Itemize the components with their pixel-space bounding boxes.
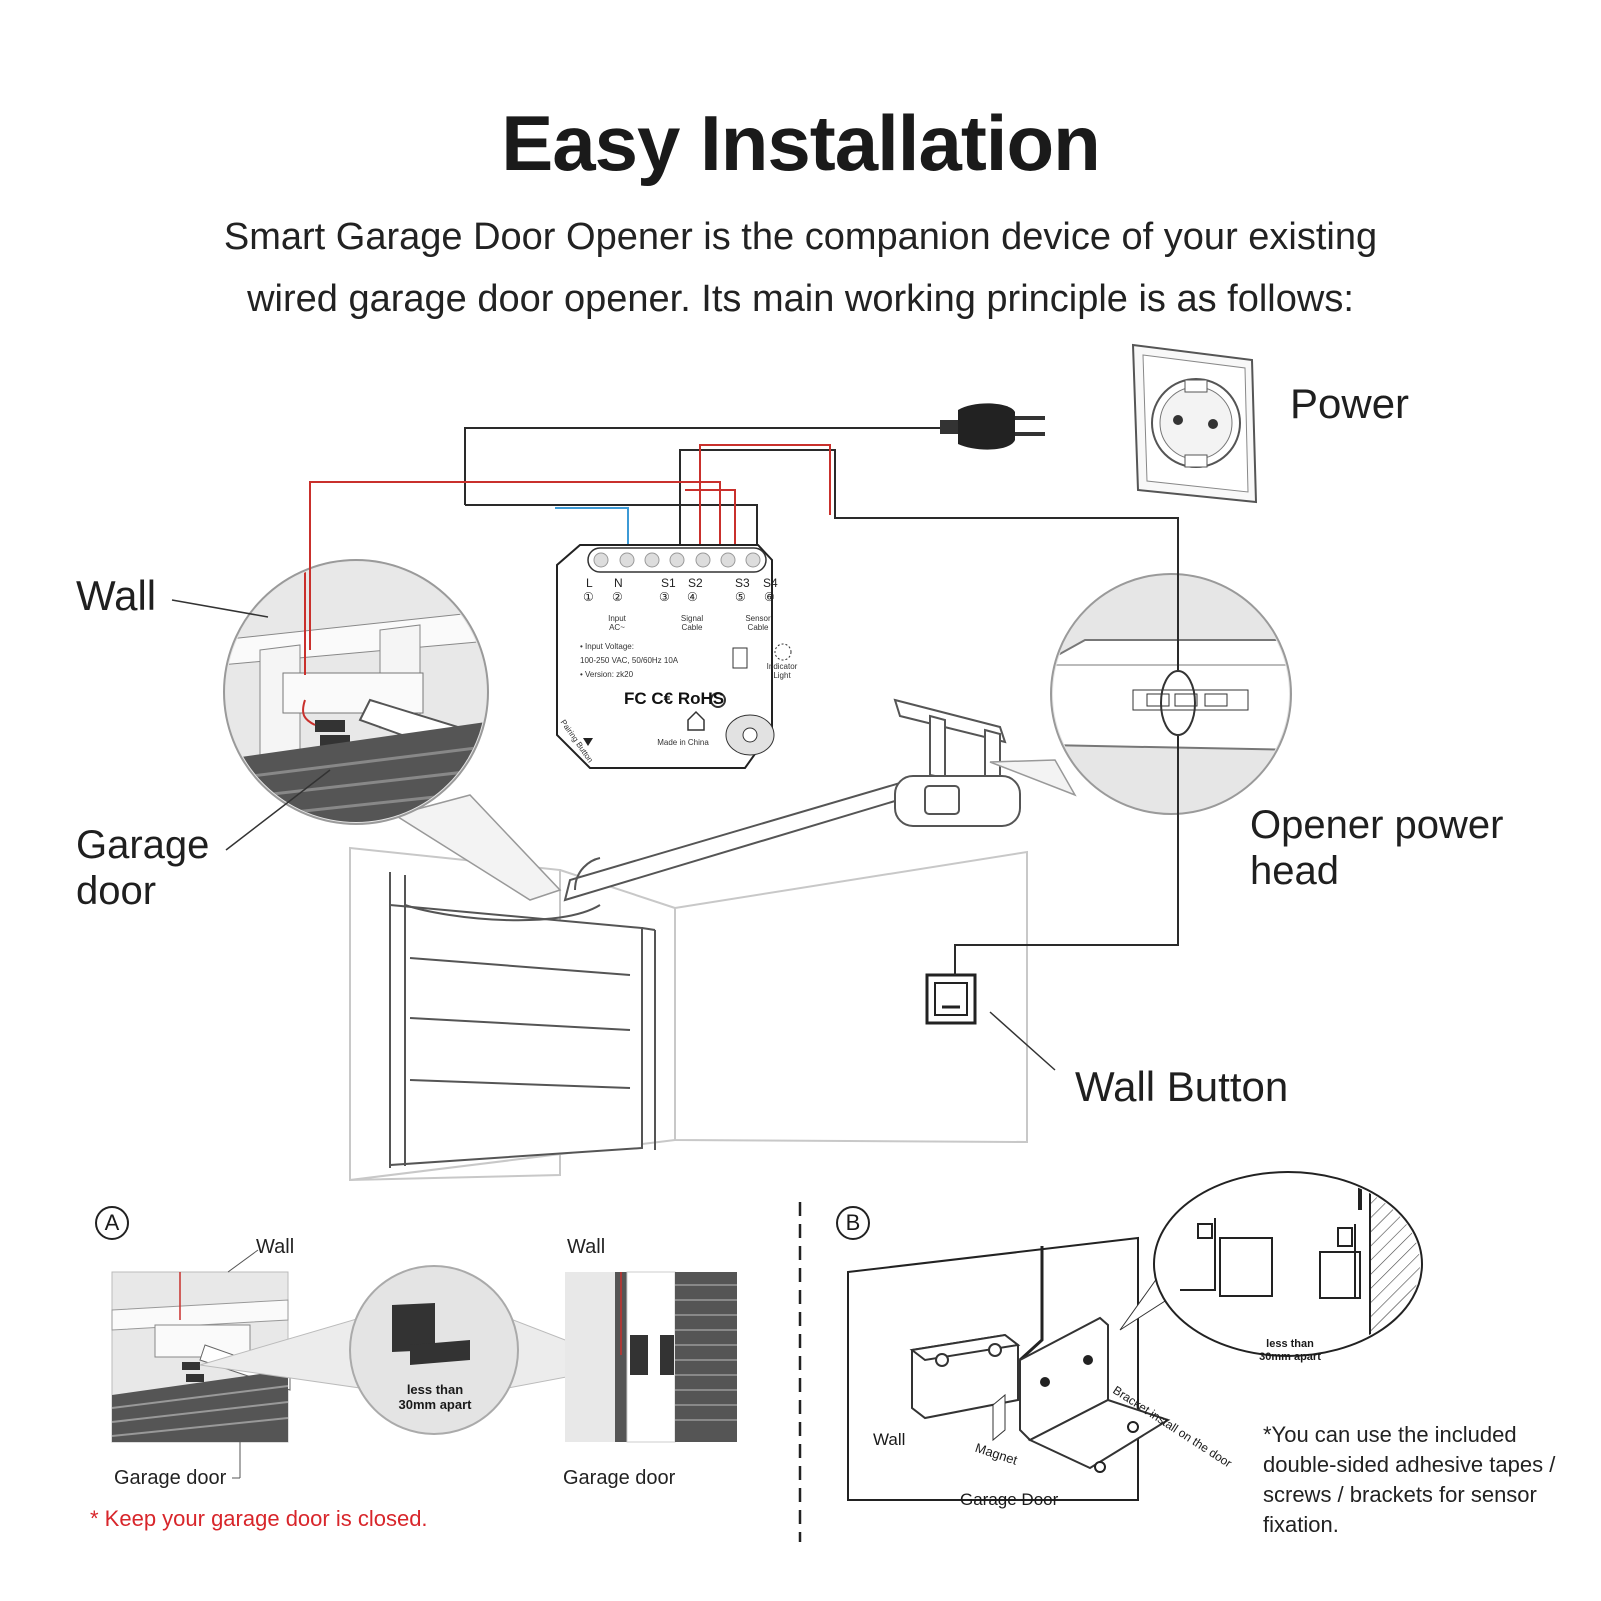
wires — [309, 427, 1179, 975]
module-spec-line-2: 100-250 VAC, 50/60Hz 10A — [580, 656, 679, 665]
terminal-s1: S1 — [661, 576, 676, 590]
section-a-photo-left — [111, 1271, 291, 1443]
section-a-warning: * Keep your garage door is closed. — [90, 1506, 428, 1531]
section-b-distance-line-1: less than — [1266, 1338, 1314, 1350]
section-b-note-line-4: fixation. — [1263, 1512, 1339, 1537]
section-a-wall-left: Wall — [256, 1236, 295, 1258]
page-title: Easy Installation — [501, 99, 1101, 187]
module-indicator-line-1: Indicator — [766, 662, 798, 671]
module-made-in: Made in China — [657, 738, 709, 747]
module-signal-label: Signal Cable — [672, 614, 712, 632]
subtitle-line-2: wired garage door opener. Its main worki… — [247, 278, 1354, 320]
label-wall-button: Wall Button — [1075, 1063, 1289, 1110]
module-signal-line-1: Signal — [680, 614, 704, 623]
section-b-garage-door: Garage Door — [960, 1490, 1059, 1509]
module-indicator-line-2: Light — [773, 671, 791, 680]
module-cert-marks: FC C€ RoHS — [624, 689, 725, 708]
socket-graphic — [1131, 343, 1258, 504]
label-opener-line-1: Opener power — [1250, 803, 1504, 847]
label-wall: Wall — [76, 572, 157, 619]
section-b-note-line-3: screws / brackets for sensor — [1263, 1482, 1537, 1507]
module-input-label: Input AC~ — [597, 614, 637, 632]
label-power: Power — [1290, 380, 1410, 427]
section-b-marker: B — [836, 1206, 870, 1240]
terminal-n: N — [614, 576, 623, 590]
label-garage-door: Garage door — [76, 822, 209, 914]
terminal-num-3: ③ — [659, 590, 670, 604]
opener-unit — [893, 698, 1021, 827]
terminal-l: L — [586, 576, 593, 590]
wall-button-graphic — [925, 973, 977, 1025]
module-specs: • Input Voltage: 100-250 VAC, 50/60Hz 10… — [580, 640, 678, 682]
plug-graphic — [940, 403, 1045, 450]
terminal-num-2: ② — [612, 590, 623, 604]
section-a-distance-line-1: less than — [406, 1382, 464, 1397]
module-spec-line-3: • Version: zk20 — [580, 670, 634, 679]
module-body — [556, 544, 792, 769]
module-sensor-line-2: Cable — [747, 623, 769, 632]
module-sensor-line-1: Sensor — [745, 614, 771, 623]
terminal-num-4: ④ — [687, 590, 698, 604]
module-sensor-label: Sensor Cable — [738, 614, 778, 632]
subtitle-line-1: Smart Garage Door Opener is the companio… — [223, 216, 1378, 258]
terminal-s4: S4 — [763, 576, 778, 590]
terminal-num-5: ⑤ — [735, 590, 746, 604]
terminal-num-6: ⑥ — [764, 590, 775, 604]
module-signal-line-2: Cable — [681, 623, 703, 632]
module-input-line-1: Input — [608, 614, 626, 623]
module-spec-line-1: • Input Voltage: — [580, 642, 634, 651]
section-a-distance-line-2: 30mm apart — [398, 1397, 472, 1412]
section-a-marker: A — [95, 1206, 129, 1240]
section-a-photo-right — [565, 1271, 737, 1443]
section-b-note-line-2: double-sided adhesive tapes / — [1263, 1452, 1556, 1477]
leader-lines — [171, 599, 1056, 1071]
section-b-note: *You can use the included double-sided a… — [1263, 1420, 1555, 1540]
section-b-zoom — [1153, 1171, 1423, 1357]
section-a-distance: less than 30mm apart — [390, 1382, 480, 1412]
opener-rail — [563, 781, 907, 902]
section-a-garage-door-left: Garage door — [114, 1467, 227, 1489]
terminal-num-1: ① — [583, 590, 594, 604]
garage-door — [389, 872, 656, 1168]
head-zoom — [989, 573, 1292, 815]
section-b-note-line-1: *You can use the included — [1263, 1422, 1517, 1447]
section-b-distance: less than 30mm apart — [1250, 1338, 1330, 1364]
section-b-distance-line-2: 30mm apart — [1259, 1351, 1321, 1363]
label-opener-line-2: head — [1250, 849, 1339, 893]
terminal-s2: S2 — [688, 576, 703, 590]
module-indicator-label: Indicator Light — [762, 662, 802, 680]
section-a-leaders — [227, 1249, 259, 1479]
label-opener-power-head: Opener power head — [1250, 802, 1503, 894]
section-b-wall: Wall — [873, 1430, 906, 1449]
page-subtitle: Smart Garage Door Opener is the companio… — [0, 206, 1601, 330]
section-a-wall-right: Wall — [567, 1236, 606, 1258]
label-garage-door-line-2: door — [76, 869, 157, 913]
terminal-s3: S3 — [735, 576, 750, 590]
label-garage-door-line-1: Garage — [76, 823, 210, 867]
wall-zoom — [223, 559, 562, 901]
module-input-line-2: AC~ — [609, 623, 625, 632]
section-a-garage-door-right: Garage door — [563, 1467, 676, 1489]
section-b-illustration — [847, 1236, 1191, 1501]
